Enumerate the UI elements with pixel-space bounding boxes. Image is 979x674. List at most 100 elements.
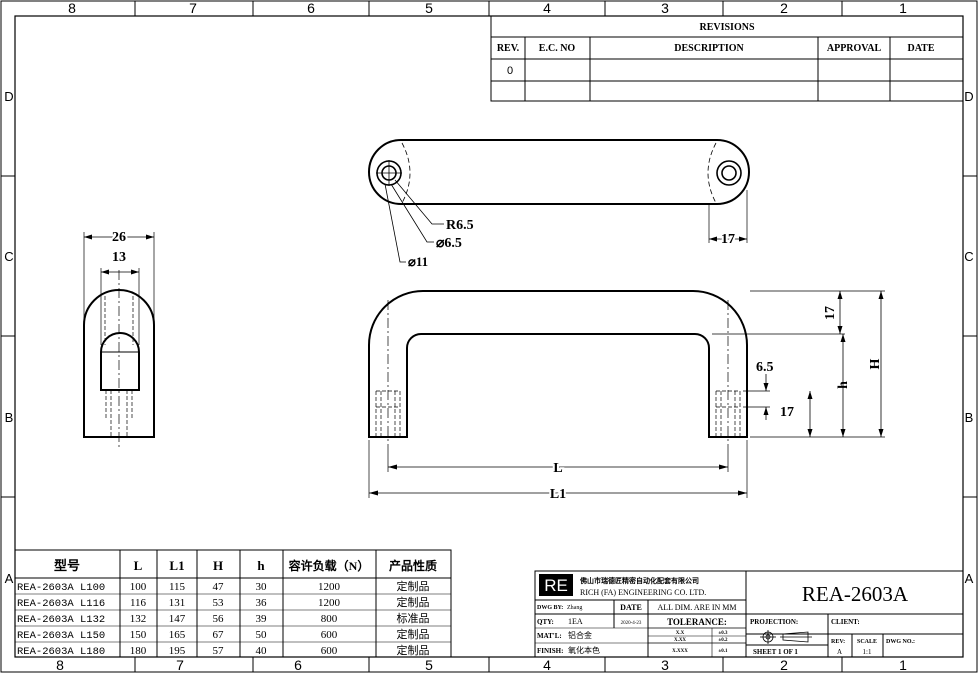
col-1-bottom: 1 — [899, 657, 907, 673]
col-5: 5 — [425, 0, 433, 16]
dim-h: h — [836, 381, 851, 389]
parts-row-1-load: 1200 — [318, 597, 341, 609]
parts-row-3-type: 定制品 — [397, 627, 430, 641]
parts-row-1-H: 53 — [213, 597, 225, 609]
row-c-left: C — [4, 249, 13, 264]
company-logo — [539, 574, 573, 596]
parts-row-2-h: 39 — [256, 613, 268, 625]
col-7-bottom: 7 — [176, 657, 184, 673]
rev-header-date: DATE — [907, 43, 934, 54]
tol-xx: X.X — [676, 631, 685, 636]
row-b-left: B — [5, 410, 14, 425]
parts-row-4-model: REA-2603A L180 — [17, 646, 105, 658]
company-name-cn: 佛山市瑞德匠精密自动化配套有限公司 — [579, 576, 699, 585]
col-numbers-bottom: 8 7 6 5 4 3 2 1 — [56, 657, 907, 673]
row-a-right: A — [965, 571, 974, 586]
parts-row-4-L: 180 — [130, 645, 147, 657]
row-d-right: D — [964, 89, 973, 104]
parts-table-headers: 型号 L L1 H h 容许负载（N） 产品性质 — [54, 558, 437, 573]
title-block-grid — [534, 570, 964, 658]
parts-row-1-h: 36 — [256, 597, 268, 609]
col-3-bottom: 3 — [661, 657, 669, 673]
parts-row-3-L: 150 — [130, 629, 147, 641]
date-label: DATE — [620, 603, 642, 612]
matl-label: MAT'L: — [537, 632, 562, 640]
parts-row-1-L: 116 — [130, 597, 147, 609]
dim-front-17-bot: 17 — [780, 405, 794, 420]
parts-row-0-type: 定制品 — [397, 579, 430, 593]
rev-header-description: DESCRIPTION — [674, 43, 744, 54]
dim-L1: L1 — [550, 487, 566, 502]
tol-xxxx: X.XXX — [672, 649, 688, 654]
dim-d65: ⌀6.5 — [436, 236, 462, 251]
part-number: REA-2603A — [802, 582, 909, 606]
revisions-title: REVISIONS — [699, 22, 754, 33]
parts-row-2-load: 800 — [321, 613, 338, 625]
parts-row-0-L1: 115 — [169, 581, 186, 593]
parts-row-0-H: 47 — [213, 581, 225, 593]
col-5-bottom: 5 — [425, 657, 433, 673]
parts-row-2-L1: 147 — [169, 613, 186, 625]
dim-65: 6.5 — [756, 360, 774, 375]
parts-table-rows: REA-2603A L100 100 115 47 30 1200 定制品 REA-2603A… — [17, 579, 430, 658]
projection-label: PROJECTION: — [750, 618, 798, 626]
dim-d11: ⌀11 — [408, 254, 428, 269]
rev-value: A — [837, 648, 842, 656]
row-d-left: D — [4, 89, 13, 104]
scale-value: 1:1 — [863, 648, 872, 656]
row-a-left: A — [5, 571, 14, 586]
tol-xxx-value: ±0.2 — [719, 638, 728, 643]
parts-row-4-L1: 195 — [169, 645, 186, 657]
parts-table-grid — [14, 549, 452, 658]
pt-header-h: h — [257, 558, 265, 573]
projection-icon — [760, 630, 812, 644]
parts-row-1-model: REA-2603A L116 — [17, 598, 105, 610]
tol-xx-value: ±0.3 — [719, 631, 728, 636]
parts-row-0-L: 100 — [130, 581, 147, 593]
parts-row-0-load: 1200 — [318, 581, 341, 593]
parts-row-4-load: 600 — [321, 645, 338, 657]
rev-header-ecno: E.C. NO — [539, 43, 576, 54]
dim-note: ALL DIM. ARE IN MM — [657, 603, 736, 612]
parts-row-4-H: 57 — [213, 645, 225, 657]
parts-row-2-type: 标准品 — [397, 611, 430, 625]
col-6: 6 — [307, 0, 315, 16]
parts-row-3-H: 67 — [213, 629, 225, 641]
parts-row-2-H: 56 — [213, 613, 225, 625]
parts-row-3-model: REA-2603A L150 — [17, 630, 105, 642]
parts-row-3-load: 600 — [321, 629, 338, 641]
pt-header-L1: L1 — [169, 558, 184, 573]
client-label: CLIENT: — [831, 618, 860, 626]
tol-xxx: X.XX — [674, 638, 686, 643]
parts-row-0-h: 30 — [256, 581, 268, 593]
parts-row-4-type: 定制品 — [397, 643, 430, 657]
col-numbers-top: 8 7 6 5 4 3 2 1 — [68, 0, 907, 16]
col-2: 2 — [780, 0, 788, 16]
row-b-right: B — [965, 410, 974, 425]
row-letters: D C B A D C B A — [4, 89, 973, 586]
tolerance-label: TOLERANCE: — [667, 617, 727, 627]
col-7: 7 — [189, 0, 197, 16]
pt-header-type: 产品性质 — [389, 558, 437, 573]
dwg-by-value: Zhang — [567, 605, 582, 611]
scale-label: SCALE — [857, 639, 877, 645]
dim-L: L — [553, 461, 562, 476]
dim-side-width: 26 — [112, 230, 126, 245]
qty-value: 1EA — [568, 617, 583, 626]
qty-label: QTY: — [537, 618, 554, 626]
company-logo-text: RE — [544, 576, 568, 595]
parts-row-0-model: REA-2603A L100 — [17, 582, 105, 594]
side-view — [83, 232, 155, 448]
dim-top-17: 17 — [721, 232, 735, 247]
dim-r65: R6.5 — [446, 218, 474, 233]
dim-H: H — [868, 358, 883, 369]
parts-row-1-L1: 131 — [169, 597, 186, 609]
row-c-right: C — [964, 249, 973, 264]
dim-side-inner: 13 — [112, 250, 126, 265]
dwg-by-label: DWG BY: — [537, 605, 563, 611]
finish-label: FINISH: — [537, 647, 563, 655]
dim-front-17-top: 17 — [823, 306, 838, 320]
col-1: 1 — [899, 0, 907, 16]
